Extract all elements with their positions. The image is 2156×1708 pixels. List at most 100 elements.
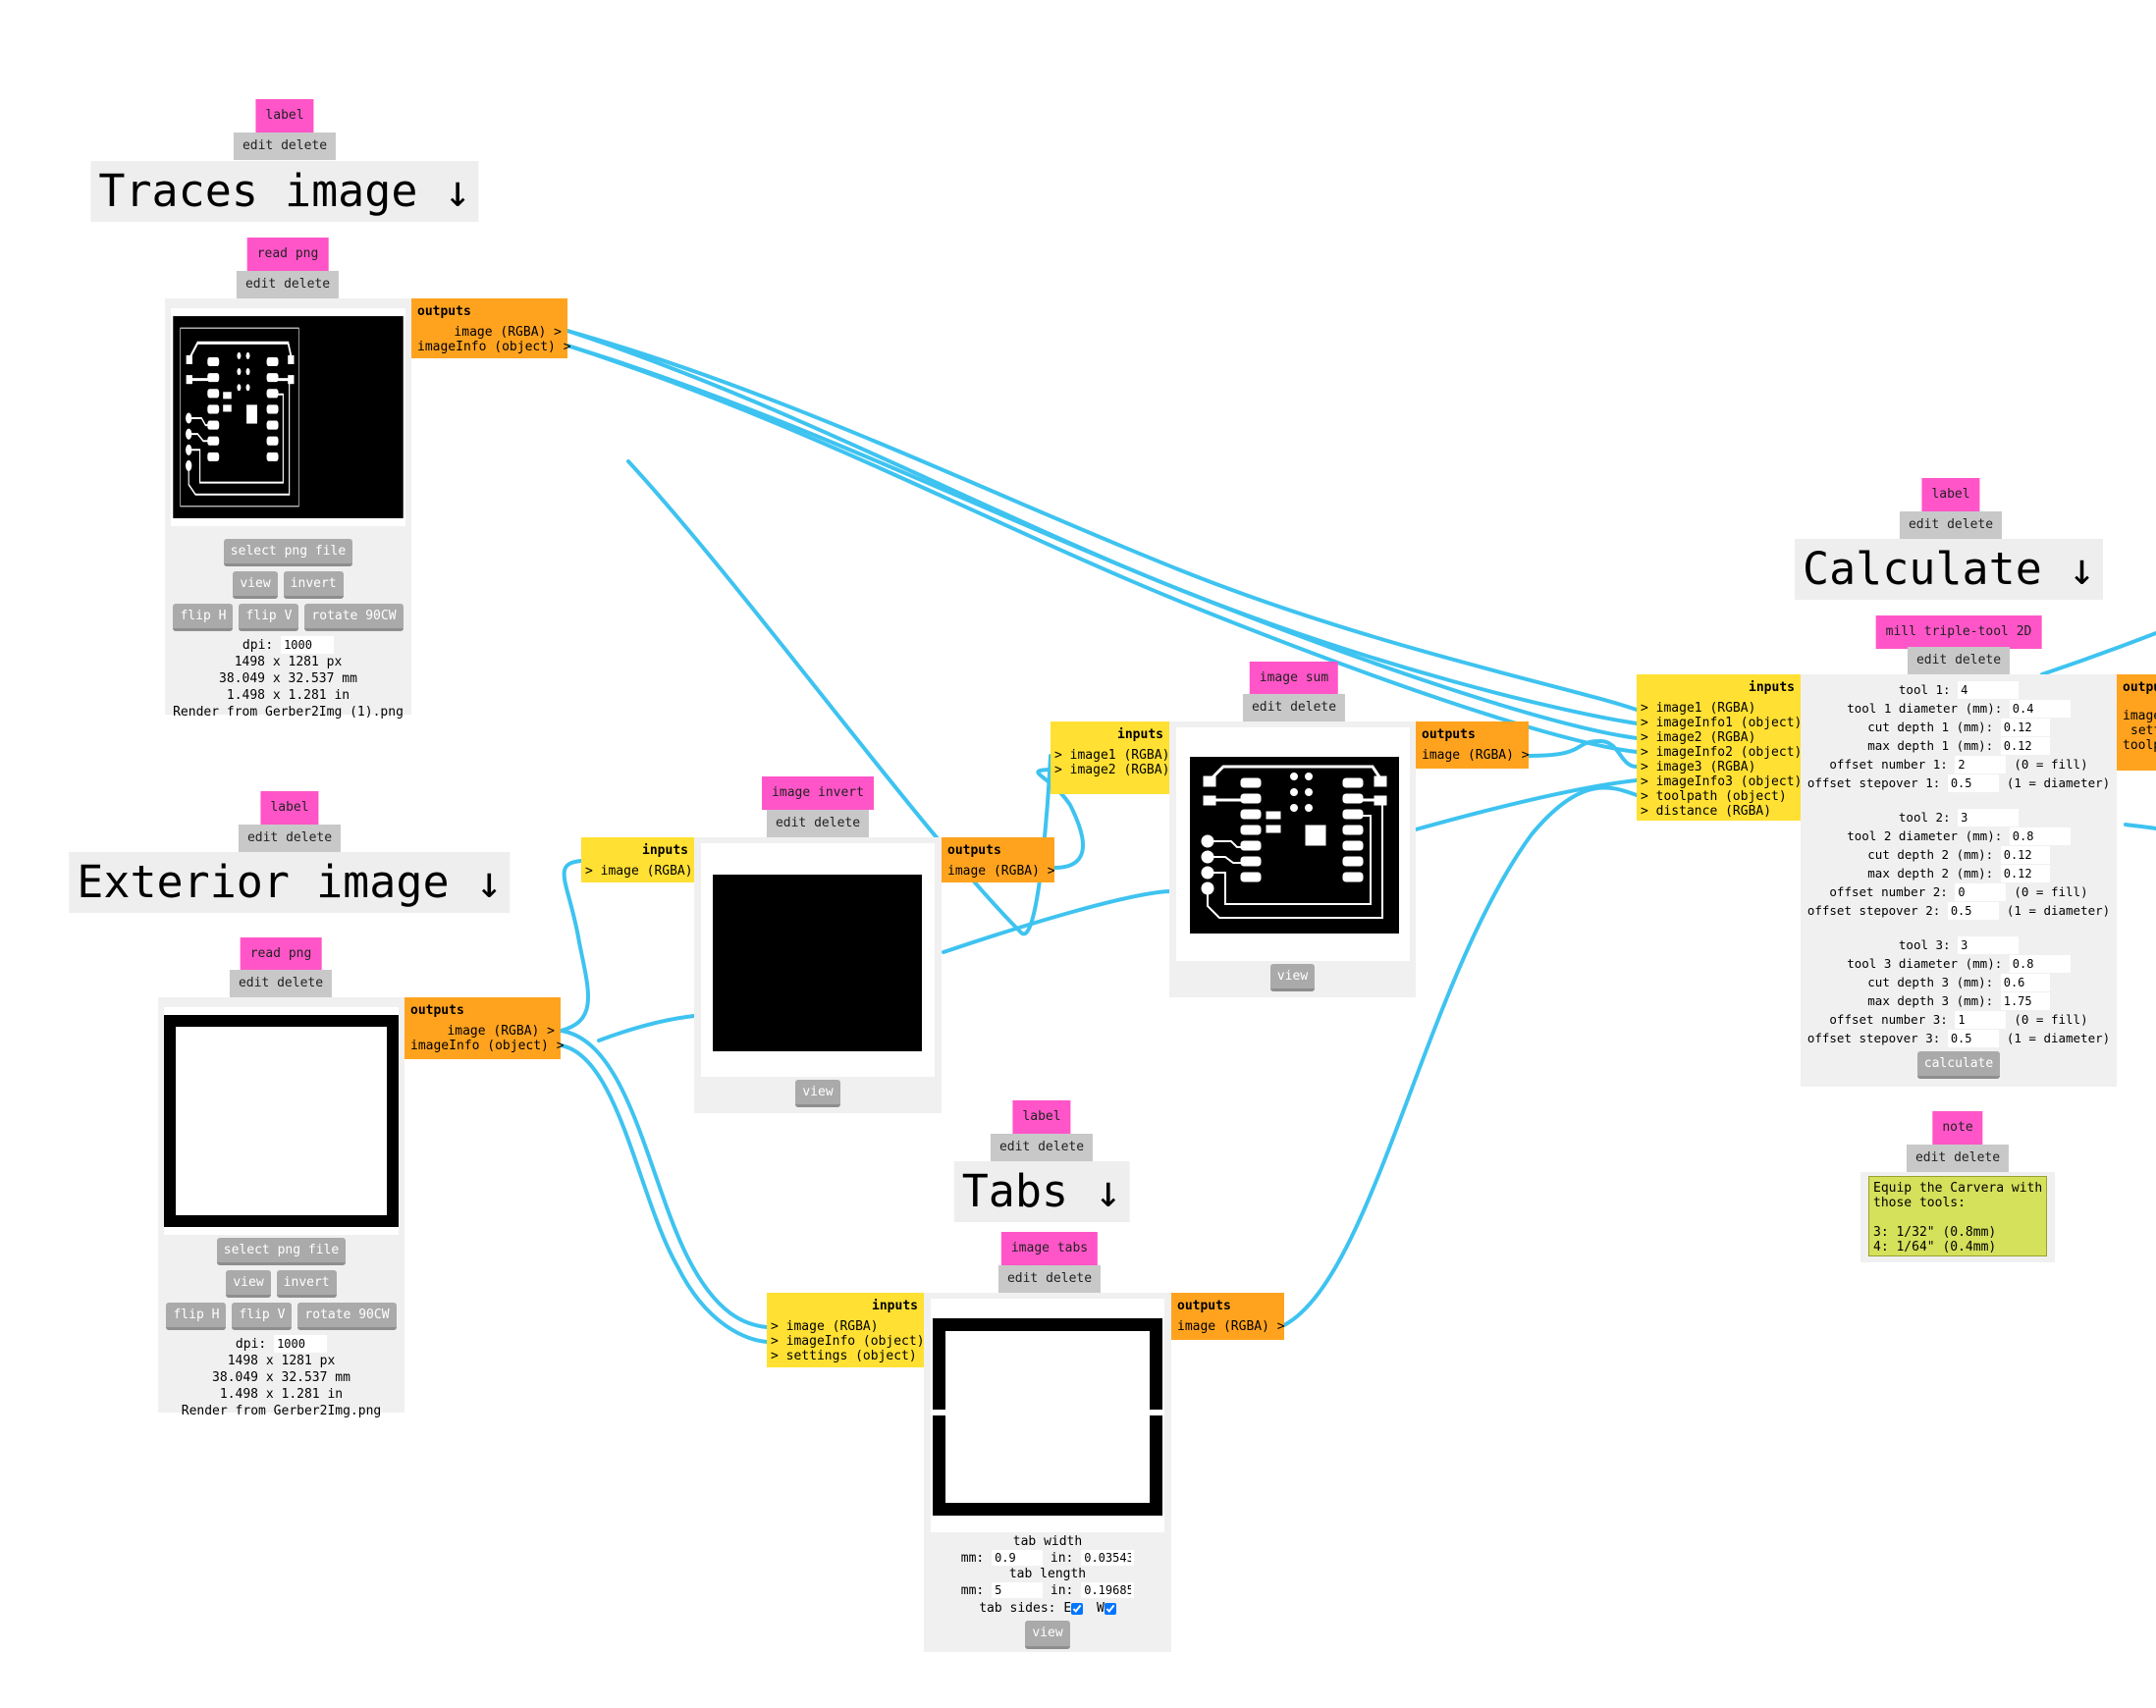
tool-number-input[interactable] [1958, 936, 2020, 954]
output-port-image[interactable]: image (RGBA) > [1177, 1319, 1285, 1334]
tool-number-input[interactable] [1958, 809, 2020, 827]
edit-button[interactable]: edit [1908, 517, 1940, 532]
tab-width-in-input[interactable] [1081, 1550, 1135, 1566]
delete-button[interactable]: delete [281, 138, 328, 153]
input-port-image1[interactable]: > image1 (RGBA) [1641, 701, 1756, 716]
cut-depth-input[interactable] [2000, 846, 2050, 864]
cut-depth-input[interactable] [2000, 974, 2050, 991]
wire-traces-info-to-mill-info1 [566, 344, 1639, 725]
input-port-toolpath[interactable]: > toolpath (object) [1641, 789, 1787, 804]
dpi-input[interactable] [281, 636, 335, 654]
outputs-title: outpu [2123, 680, 2156, 695]
output-port-image[interactable]: image (RGBA) > [1422, 748, 1530, 763]
cut-depth-row: cut depth 1 (mm): [1801, 718, 2117, 736]
image-tabs-node: tab width mm: in: tab length mm: in: tab… [924, 1293, 1171, 1652]
delete-button[interactable]: delete [277, 976, 324, 990]
input-port-imageinfo[interactable]: > imageInfo (object) [771, 1334, 925, 1349]
edit-button[interactable]: edit [1914, 1150, 1947, 1165]
flip-v-button[interactable]: flip V [232, 1303, 293, 1330]
output-port-image[interactable]: image [2123, 709, 2156, 723]
flip-h-button[interactable]: flip H [173, 604, 234, 631]
cut-depth-label: cut depth 3 (mm): [1867, 975, 1994, 989]
delete-button[interactable]: delete [1290, 700, 1337, 715]
delete-button[interactable]: delete [1955, 653, 2002, 667]
invert-button[interactable]: invert [283, 571, 344, 599]
tool-diameter-input[interactable] [2009, 700, 2071, 718]
edit-button[interactable]: edit [246, 830, 279, 845]
output-port-toolpath[interactable]: toolp [2123, 738, 2156, 753]
edit-button[interactable]: edit [242, 138, 274, 153]
edit-button[interactable]: edit [244, 277, 277, 292]
output-port-image[interactable]: image (RGBA) > [454, 325, 562, 340]
select-png-file-button[interactable]: select png file [223, 539, 353, 566]
size-px: 1498 x 1281 px [234, 655, 343, 669]
output-port-settings[interactable]: sett [2130, 723, 2156, 738]
edit-button[interactable]: edit [1251, 700, 1283, 715]
flip-h-button[interactable]: flip H [166, 1303, 227, 1330]
offset-number-input[interactable] [1955, 1011, 2007, 1029]
cut-depth-input[interactable] [2000, 719, 2050, 736]
input-port-image2[interactable]: > image2 (RGBA) [1054, 763, 1170, 777]
offset-number-label: offset number 1: [1829, 757, 1948, 772]
offset-stepover-input[interactable] [1947, 1030, 1999, 1047]
max-depth-input[interactable] [2000, 865, 2050, 882]
rotate-90cw-button[interactable]: rotate 90CW [304, 604, 404, 631]
delete-button[interactable]: delete [1947, 517, 1994, 532]
tab-side-w-checkbox[interactable] [1104, 1602, 1116, 1615]
calculate-button[interactable]: calculate [1916, 1051, 2001, 1079]
input-port-imageinfo2[interactable]: > imageInfo2 (object) [1641, 745, 1803, 760]
invert-button[interactable]: invert [276, 1270, 337, 1298]
offset-number-input[interactable] [1955, 883, 2007, 901]
output-port-imageinfo[interactable]: imageInfo (object) > [417, 340, 571, 354]
delete-button[interactable]: delete [1038, 1140, 1085, 1154]
output-port-image[interactable]: image (RGBA) > [447, 1024, 555, 1039]
input-port-distance[interactable]: > distance (RGBA) [1641, 804, 1772, 819]
flip-v-button[interactable]: flip V [239, 604, 299, 631]
input-port-image[interactable]: > image (RGBA) [585, 864, 693, 879]
input-port-image2[interactable]: > image2 (RGBA) [1641, 730, 1756, 745]
input-port-image[interactable]: > image (RGBA) [771, 1319, 879, 1334]
offset-number-input[interactable] [1955, 756, 2007, 774]
delete-button[interactable]: delete [1954, 1150, 2001, 1165]
output-port-image[interactable]: image (RGBA) > [947, 864, 1055, 879]
input-port-imageinfo3[interactable]: > imageInfo3 (object) [1641, 774, 1803, 789]
edit-button[interactable]: edit [998, 1140, 1031, 1154]
input-port-image3[interactable]: > image3 (RGBA) [1641, 760, 1756, 774]
output-port-imageinfo[interactable]: imageInfo (object) > [410, 1039, 565, 1053]
tool-diameter-input[interactable] [2009, 955, 2071, 973]
tabs-settings: tab width mm: in: tab length mm: in: tab… [924, 1534, 1171, 1649]
delete-button[interactable]: delete [1046, 1271, 1093, 1286]
traces-heading: Traces image ↓ [90, 161, 479, 222]
view-button[interactable]: view [1025, 1621, 1070, 1649]
edit-button[interactable]: edit [775, 816, 807, 830]
input-port-image1[interactable]: > image1 (RGBA) [1054, 748, 1170, 763]
wire-traces-image-to-mill-image1 [566, 329, 1639, 712]
tool-diameter-input[interactable] [2009, 827, 2071, 845]
tool-number-input[interactable] [1958, 681, 2020, 699]
offset-stepover-input[interactable] [1947, 774, 1999, 792]
input-port-settings[interactable]: > settings (object) [771, 1349, 917, 1363]
edit-button[interactable]: edit [238, 976, 270, 990]
tab-length-mm-input[interactable] [992, 1582, 1044, 1598]
tab-width-mm-input[interactable] [992, 1550, 1044, 1566]
max-depth-input[interactable] [2000, 992, 2050, 1010]
tab-side-e-checkbox[interactable] [1071, 1602, 1084, 1615]
max-depth-input[interactable] [2000, 737, 2050, 755]
delete-button[interactable]: delete [814, 816, 861, 830]
input-port-imageinfo1[interactable]: > imageInfo1 (object) [1641, 716, 1803, 730]
offset-number-hint: (0 = fill) [2014, 884, 2088, 899]
note-textarea[interactable]: Equip the Carvera with those tools: 3: 1… [1868, 1176, 2047, 1256]
tab-length-in-input[interactable] [1081, 1582, 1135, 1598]
view-button[interactable]: view [233, 571, 278, 599]
rotate-90cw-button[interactable]: rotate 90CW [297, 1303, 397, 1330]
select-png-file-button[interactable]: select png file [216, 1238, 347, 1265]
delete-button[interactable]: delete [284, 277, 331, 292]
edit-button[interactable]: edit [1006, 1271, 1039, 1286]
offset-stepover-input[interactable] [1947, 902, 1999, 920]
view-button[interactable]: view [226, 1270, 271, 1298]
view-button[interactable]: view [795, 1080, 840, 1107]
edit-button[interactable]: edit [1915, 653, 1948, 667]
delete-button[interactable]: delete [286, 830, 333, 845]
dpi-input[interactable] [274, 1335, 328, 1353]
view-button[interactable]: view [1269, 964, 1316, 991]
